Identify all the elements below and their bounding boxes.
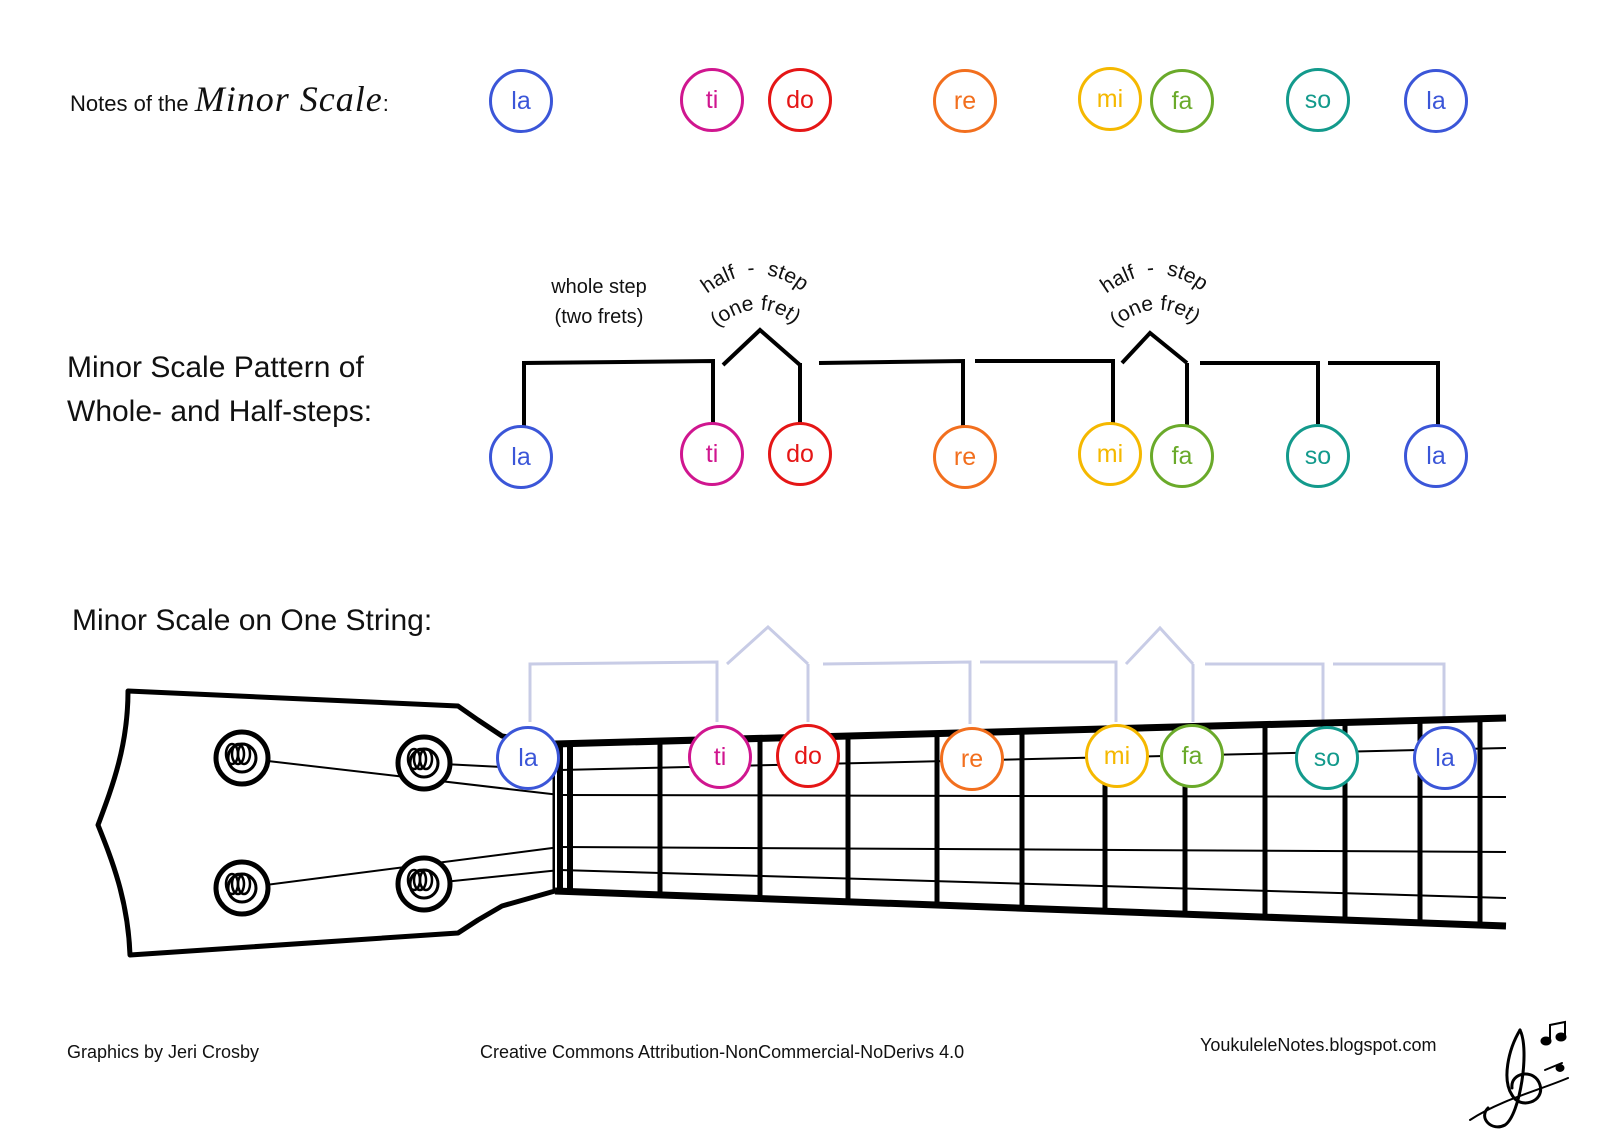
note-la-row1: la — [489, 69, 553, 133]
note-re-row3: re — [940, 727, 1004, 791]
title-script-text: Minor Scale — [194, 79, 383, 119]
ukulele-headstock — [95, 688, 561, 958]
note-fa-row3: fa — [1160, 724, 1224, 788]
note-do-row1: do — [768, 68, 832, 132]
note-la-row3: la — [1413, 726, 1477, 790]
fretboard-title: Minor Scale on One String: — [72, 604, 433, 637]
tuning-peg-icon — [213, 859, 271, 917]
tuning-peg-icon — [395, 855, 453, 913]
pattern-title-line-1: Minor Scale Pattern of — [67, 351, 364, 384]
scale-notes-title: Notes of the Minor Scale: — [70, 78, 389, 120]
one-fret-label-1: (one fret) — [706, 292, 805, 332]
site-url-text: YoukuleleNotes.blogspot.com — [1200, 1035, 1437, 1055]
half-step-label-2: half - step — [1096, 256, 1212, 297]
note-re-row1: re — [933, 69, 997, 133]
note-mi-row2: mi — [1078, 422, 1142, 486]
note-do-row3: do — [776, 724, 840, 788]
tuning-peg-icon — [395, 734, 453, 792]
note-re-row2: re — [933, 425, 997, 489]
whole-step-text: whole step — [551, 276, 647, 298]
note-la-row3: la — [496, 726, 560, 790]
title-prefix: Notes of the — [70, 91, 195, 116]
note-fa-row1: fa — [1150, 69, 1214, 133]
note-la-row2: la — [489, 425, 553, 489]
credit-text: Graphics by Jeri Crosby — [67, 1042, 260, 1062]
pattern-title-line-2: Whole- and Half-steps: — [67, 395, 373, 428]
fretboard-step-bracket — [528, 624, 1446, 724]
whole-step-label: whole step (two frets) — [545, 272, 653, 332]
note-ti-row1: ti — [680, 68, 744, 132]
pattern-title: Minor Scale Pattern of Whole- and Half-s… — [67, 346, 372, 434]
note-ti-row2: ti — [680, 422, 744, 486]
title-suffix: : — [382, 91, 389, 116]
note-so-row2: so — [1286, 424, 1350, 488]
half-step-label-1: half - step — [697, 256, 813, 297]
note-fa-row2: fa — [1150, 424, 1214, 488]
string-4 — [559, 869, 1507, 899]
string-2 — [559, 794, 1507, 798]
tuning-pegs — [213, 729, 453, 917]
note-la-row2: la — [1404, 424, 1468, 488]
one-fret-label-2: (one fret) — [1106, 292, 1205, 331]
note-mi-row1: mi — [1078, 67, 1142, 131]
step-pattern-bracket — [522, 327, 1440, 430]
note-ti-row3: ti — [688, 725, 752, 789]
string-3 — [559, 846, 1507, 853]
license-text: Creative Commons Attribution-NonCommerci… — [480, 1042, 965, 1062]
note-mi-row3: mi — [1085, 724, 1149, 788]
tuning-peg-icon — [213, 729, 271, 787]
note-so-row1: so — [1286, 68, 1350, 132]
note-la-row1: la — [1404, 69, 1468, 133]
two-frets-text: (two frets) — [554, 306, 644, 328]
note-so-row3: so — [1295, 726, 1359, 790]
treble-clef-music-notes-icon — [1469, 1020, 1569, 1129]
note-do-row2: do — [768, 422, 832, 486]
